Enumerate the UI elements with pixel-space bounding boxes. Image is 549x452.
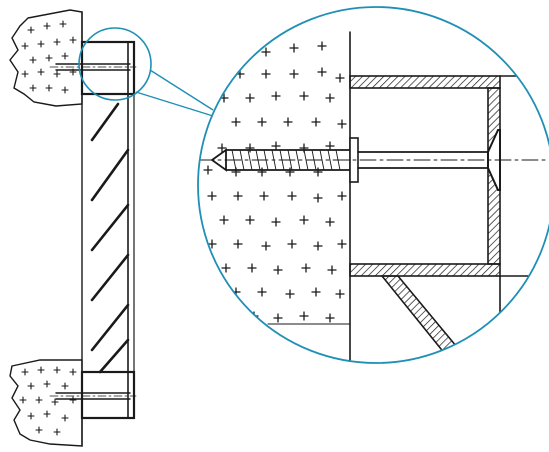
detail-masonry — [200, 30, 350, 363]
overview-section — [9, 9, 152, 447]
detail-marker-circle — [78, 27, 152, 101]
detail-view — [198, 7, 549, 363]
glazing-slats — [90, 102, 130, 374]
top-profile — [80, 40, 136, 96]
masonry-bottom-crosses — [19, 366, 77, 436]
detail-circle — [197, 6, 549, 364]
leader-lines — [135, 69, 214, 117]
detail-masonry-crosses — [203, 41, 347, 323]
bottom-profile — [80, 370, 136, 420]
masonry-top-crosses — [21, 20, 77, 94]
masonry-bottom — [9, 359, 83, 447]
